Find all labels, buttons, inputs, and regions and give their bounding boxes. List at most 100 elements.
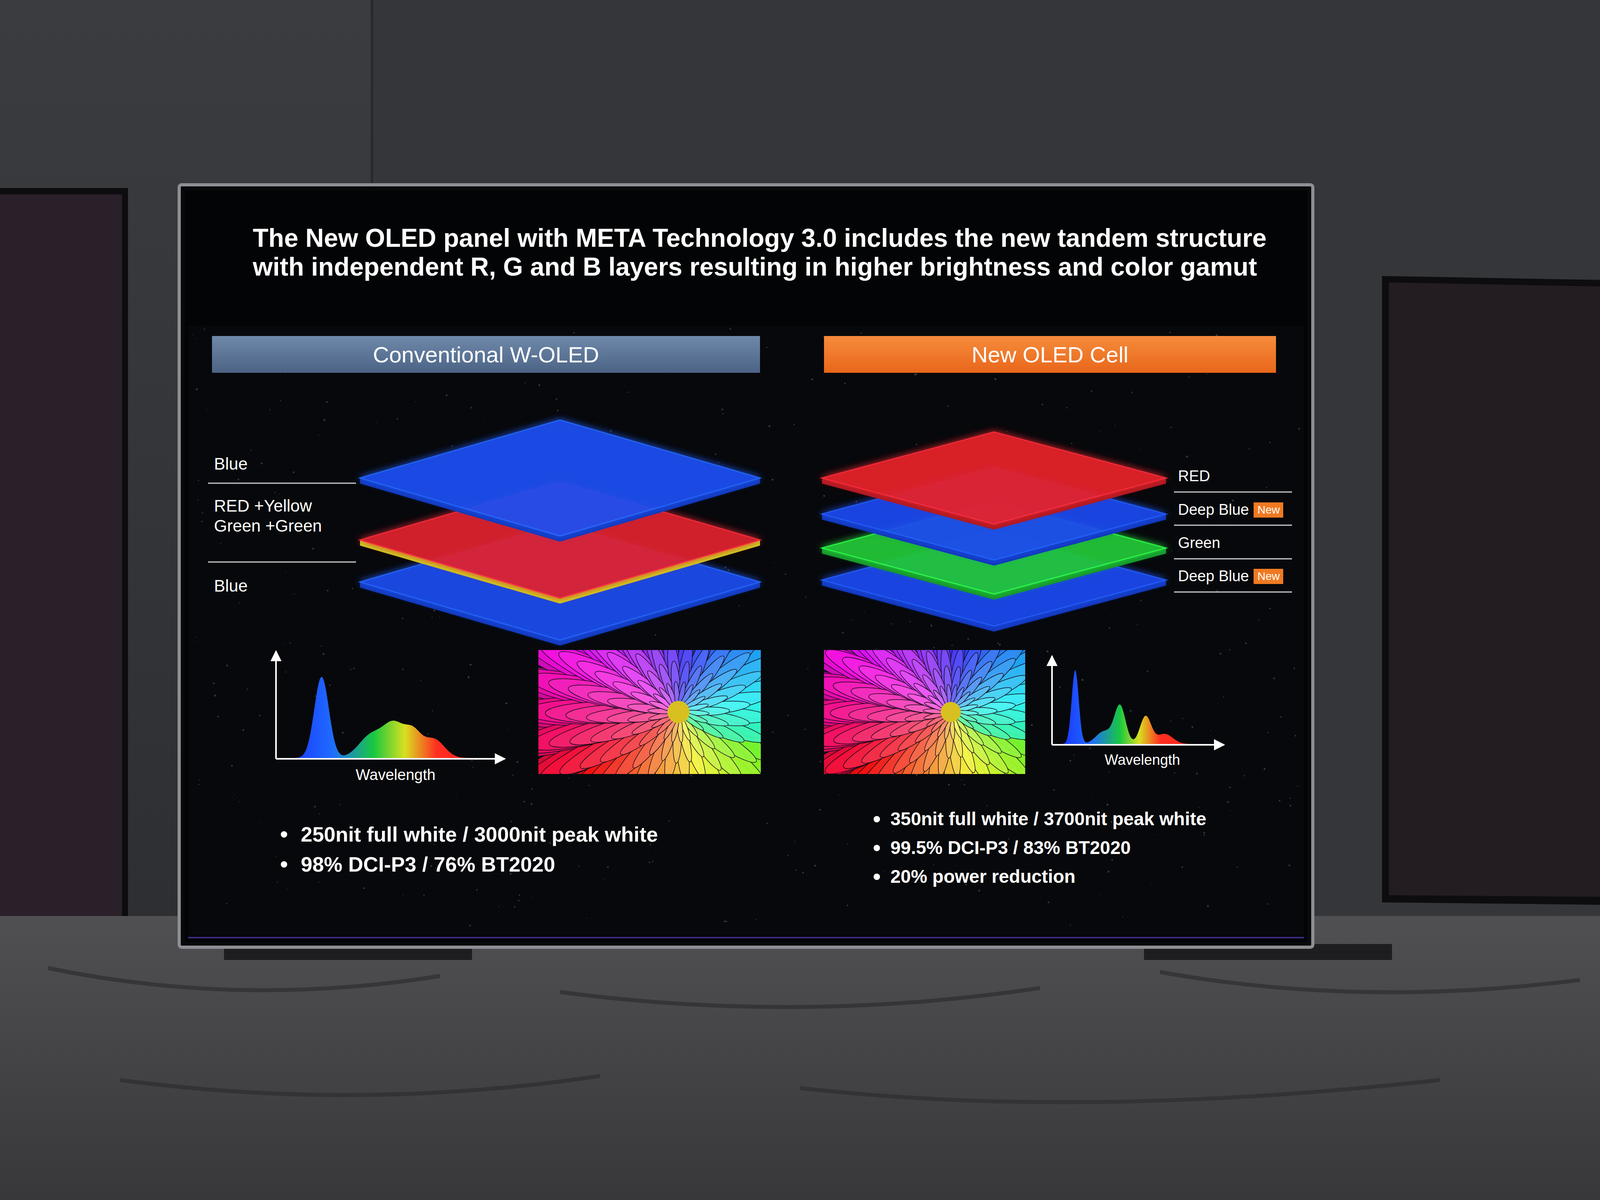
speckle (238, 801, 240, 802)
speckle (1223, 696, 1225, 698)
speckle (1188, 376, 1190, 378)
speckle (1092, 794, 1093, 795)
speckle (1243, 775, 1246, 777)
speckle (472, 766, 474, 768)
speckle (1227, 800, 1230, 803)
slide-panel (188, 326, 1304, 936)
speckle (1169, 331, 1171, 334)
speckle (192, 334, 194, 336)
speckle (326, 401, 328, 403)
speckle (319, 812, 321, 814)
layer-label: Blue (214, 454, 248, 474)
speckle (1069, 924, 1071, 926)
speckle (445, 394, 448, 396)
speckle (623, 385, 625, 387)
speckle (260, 462, 263, 465)
bullet-dot (280, 831, 288, 838)
speckle (1174, 772, 1176, 774)
speckle (275, 856, 276, 857)
speckle (1081, 678, 1084, 681)
spectrum-area (280, 676, 488, 758)
speckle (1206, 373, 1208, 375)
speckle (755, 918, 757, 920)
y-axis (275, 651, 277, 759)
speckle (811, 378, 814, 381)
separator-line (1174, 524, 1292, 526)
speckle (718, 462, 719, 463)
speckle (998, 643, 1001, 646)
speckle (1288, 864, 1291, 867)
speckle (518, 894, 520, 896)
speckle (1289, 804, 1292, 807)
speckle (292, 471, 295, 474)
new-oled-stack (822, 432, 1166, 632)
speckle (210, 711, 211, 713)
speckle (655, 853, 656, 855)
speckle (1182, 718, 1184, 720)
speckle (556, 409, 559, 412)
speckle (728, 877, 729, 878)
speckle (738, 605, 740, 607)
layer-label: Deep Blue (1178, 567, 1249, 586)
speckle (915, 443, 918, 446)
speckle (930, 624, 933, 627)
speckle (402, 894, 404, 896)
side-tv-right (1382, 276, 1600, 905)
speckle (1196, 693, 1197, 695)
speckle (1140, 599, 1142, 602)
speckle (1289, 797, 1291, 799)
speckle (320, 645, 322, 647)
speckle (531, 788, 533, 790)
speckle (890, 623, 893, 625)
speckle (664, 374, 666, 375)
speckle (420, 680, 422, 682)
speckle (823, 494, 826, 497)
speckle (1267, 732, 1269, 734)
speckle (1298, 428, 1300, 430)
speckle (724, 566, 727, 569)
speckle (1069, 760, 1072, 762)
speckle (323, 418, 326, 421)
speckle (773, 562, 775, 563)
speckle (1297, 785, 1299, 787)
speckle (285, 671, 287, 673)
speckle (1206, 904, 1209, 907)
speckle (963, 783, 966, 786)
speckle (363, 887, 366, 890)
speckle (578, 865, 580, 867)
speckle (512, 774, 514, 776)
separator-line (1174, 491, 1292, 493)
speckle (206, 409, 207, 410)
speckle (1066, 648, 1068, 649)
speckle (376, 422, 377, 423)
speckle (948, 783, 950, 786)
speckle (1269, 441, 1271, 444)
speckle (729, 328, 731, 330)
speckle (469, 663, 472, 666)
speckle (915, 773, 918, 776)
speckle (250, 449, 252, 451)
new-badge: New (1253, 502, 1284, 518)
speckle (1236, 866, 1238, 868)
speckle (402, 617, 404, 620)
speckle (804, 728, 806, 731)
speckle (784, 573, 787, 576)
speckle (1230, 810, 1231, 812)
speckle (794, 841, 796, 843)
speckle (909, 620, 911, 622)
speckle (1107, 870, 1110, 873)
side-tv-right-screen (1388, 282, 1600, 897)
new-badge: New (1253, 568, 1284, 584)
badge-text: New (1257, 570, 1280, 583)
tv-screen (184, 190, 1308, 942)
separator-line (208, 482, 356, 484)
speckle (258, 714, 261, 717)
speckle (1131, 391, 1133, 394)
speckle (875, 648, 877, 650)
speckle (231, 797, 233, 798)
speckle (318, 434, 320, 436)
speckle (1263, 768, 1266, 770)
speckle (754, 464, 756, 465)
speckle (274, 492, 276, 494)
